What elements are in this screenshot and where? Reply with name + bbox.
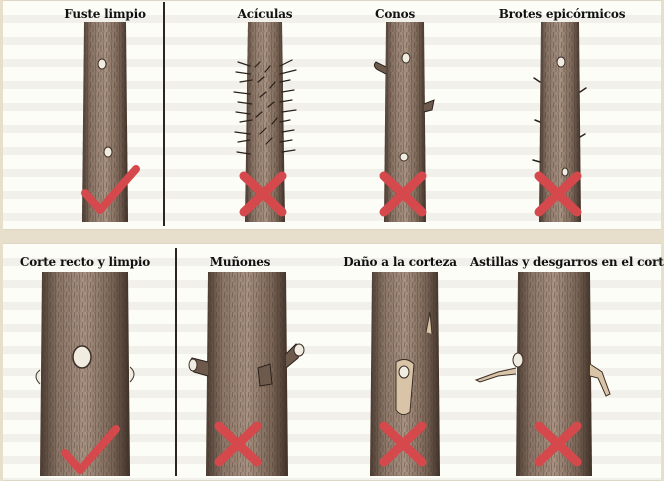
cross-icon <box>378 170 428 218</box>
cross-icon <box>533 420 583 468</box>
check-icon <box>60 425 120 475</box>
cross-icon <box>238 170 288 218</box>
cross-icon <box>378 420 428 468</box>
label-brotes-epicormicos: Brotes epicórmicos <box>492 7 632 21</box>
label-astillas: Astillas y desgarros en el corte <box>470 255 655 269</box>
label-dano-corteza: Daño a la corteza <box>340 255 460 269</box>
cross-icon <box>213 420 263 468</box>
label-aciculas: Acículas <box>230 7 300 21</box>
label-corte-recto: Corte recto y limpio <box>5 255 165 269</box>
cross-icon <box>533 170 583 218</box>
bottom-divider <box>175 248 177 476</box>
label-conos: Conos <box>370 7 420 21</box>
top-divider <box>163 2 165 226</box>
check-icon <box>80 165 140 215</box>
label-fuste-limpio: Fuste limpio <box>60 7 150 21</box>
label-munones: Muñones <box>205 255 275 269</box>
